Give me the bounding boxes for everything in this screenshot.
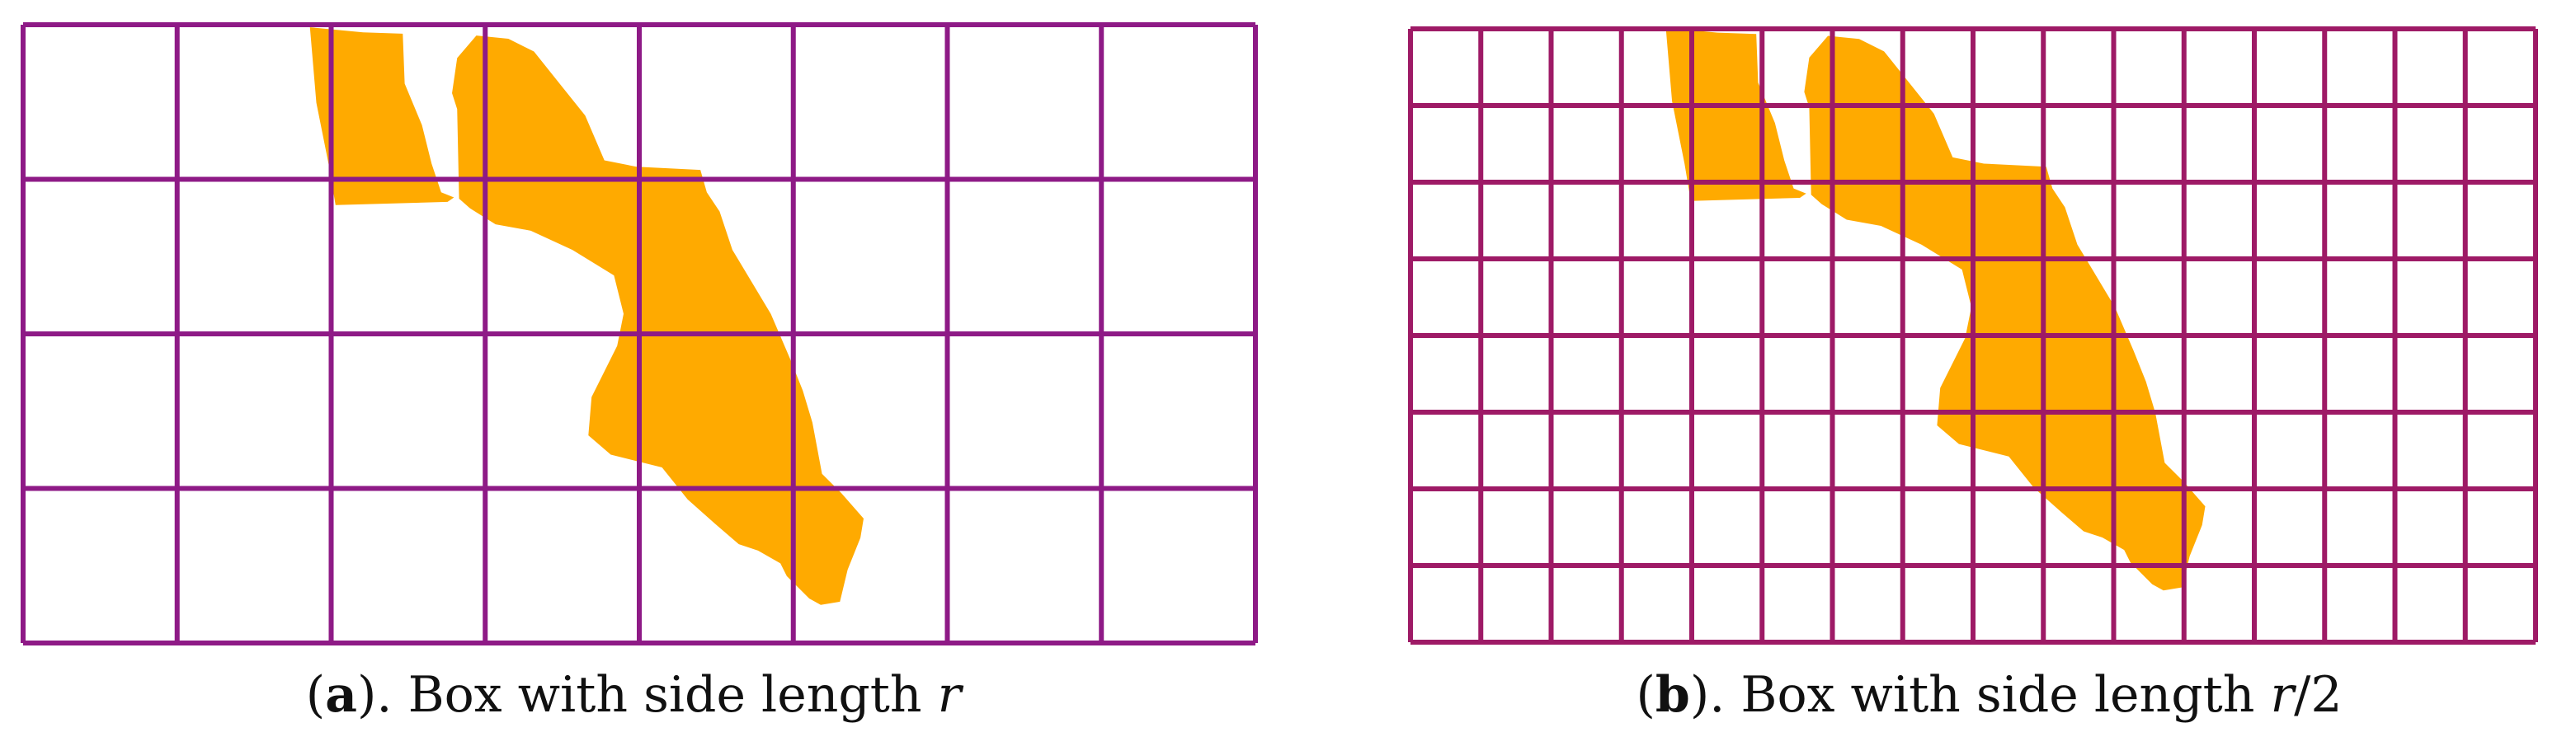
caption-a-letter: a [325,666,358,724]
caption-a-open: ( [305,666,326,724]
caption-b-letter: b [1655,666,1690,724]
caption-a-variable: r [937,666,962,724]
blob-shape-a [309,27,864,605]
caption-b-text: ). Box with side length [1689,666,2271,724]
caption-b-variable: r [2270,666,2295,724]
caption-a-text: ). Box with side length [357,666,938,724]
grid-b [1408,26,2538,645]
caption-b-suffix: /2 [2294,666,2343,724]
grid-a [21,22,1258,645]
caption-a: (a). Box with side length r [0,666,1267,724]
caption-b-open: ( [1636,666,1655,724]
blob-shape-b [1665,27,2206,591]
panel-b [1408,26,2538,645]
panel-a [21,22,1258,645]
caption-b: (b). Box with side length r/2 [1402,666,2576,724]
